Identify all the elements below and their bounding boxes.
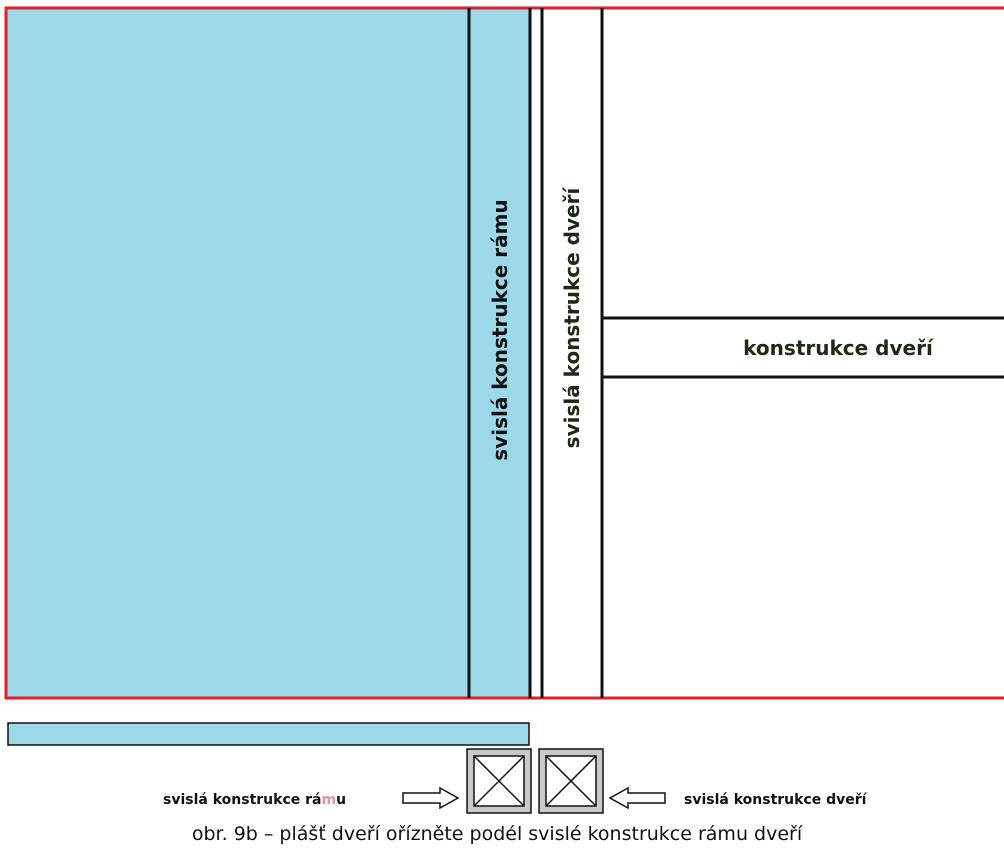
legend-frame-highlight: m	[321, 792, 336, 808]
door-cross-section	[538, 748, 604, 814]
legend-frame-suffix: u	[336, 792, 346, 808]
frame-vertical-label: svislá konstrukce rámu	[488, 199, 512, 460]
frame-cross-section	[466, 748, 532, 814]
left-arrow-icon	[608, 786, 666, 810]
red-outline	[4, 6, 1004, 700]
legend-door-label: svislá konstrukce dveří	[684, 792, 868, 808]
right-arrow-icon	[402, 786, 460, 810]
door-vertical-label: svislá konstrukce dveří	[560, 187, 584, 449]
figure-caption: obr. 9b – plášť dveří ořízněte podél svi…	[192, 823, 803, 845]
cut-strip	[7, 722, 530, 746]
door-sheet-panel	[6, 8, 530, 698]
legend-frame-prefix: svislá konstrukce rá	[163, 792, 321, 808]
door-horizontal-label: konstrukce dveří	[743, 336, 934, 360]
legend-frame-label: svislá konstrukce rámu	[163, 792, 346, 808]
